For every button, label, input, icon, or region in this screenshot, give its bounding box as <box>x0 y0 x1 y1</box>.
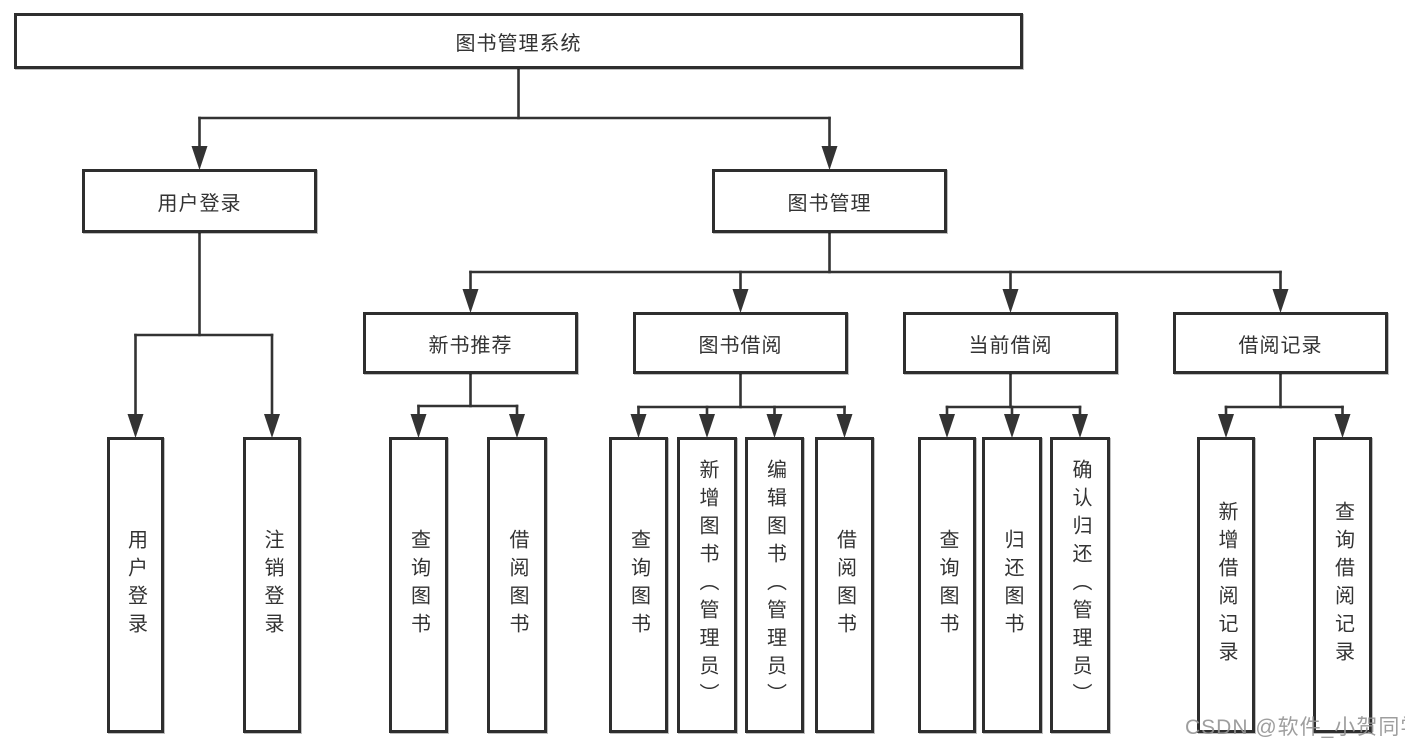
leaf-label: 编辑图书（管理员） <box>763 459 786 711</box>
leaf-label: 用户登录 <box>124 529 147 641</box>
leaf-add-borrow-record: 新增借阅记录 <box>1197 437 1255 733</box>
node-label: 新书推荐 <box>428 334 513 357</box>
leaf-edit-books-admin: 编辑图书（管理员） <box>745 437 804 733</box>
node-new-book-recommend: 新书推荐 <box>363 312 578 374</box>
leaf-query-books-borrow: 查询图书 <box>609 437 668 733</box>
leaf-return-books: 归还图书 <box>982 437 1042 733</box>
leaf-confirm-return-admin: 确认归还（管理员） <box>1050 437 1110 733</box>
leaf-label: 查询图书 <box>936 529 958 641</box>
leaf-label: 注销登录 <box>261 529 283 641</box>
leaf-borrow-books-recommend: 借阅图书 <box>487 437 547 733</box>
node-borrow-records: 借阅记录 <box>1173 312 1388 374</box>
leaf-label: 借阅图书 <box>833 529 856 641</box>
leaf-logout-login: 注销登录 <box>243 437 301 733</box>
node-label: 图书管理系统 <box>455 32 582 55</box>
leaf-label: 查询图书 <box>627 529 650 641</box>
leaf-label: 归还图书 <box>1001 529 1023 641</box>
leaf-query-borrow-record: 查询借阅记录 <box>1313 437 1372 733</box>
leaf-borrow-books: 借阅图书 <box>815 437 874 733</box>
node-label: 当前借阅 <box>968 334 1053 357</box>
leaf-label: 确认归还（管理员） <box>1069 459 1091 711</box>
leaf-label: 借阅图书 <box>506 529 528 641</box>
leaf-label: 新增借阅记录 <box>1215 501 1237 669</box>
leaf-label: 新增图书（管理员） <box>696 459 718 711</box>
leaf-query-books-current: 查询图书 <box>918 437 976 733</box>
node-label: 用户登录 <box>157 192 242 215</box>
csdn-watermark: CSDN @软件_小贺同学 <box>1185 716 1405 739</box>
node-book-management: 图书管理 <box>712 169 947 233</box>
leaf-query-books-recommend: 查询图书 <box>389 437 448 733</box>
leaf-add-books-admin: 新增图书（管理员） <box>677 437 737 733</box>
node-label: 图书管理 <box>787 192 872 215</box>
node-label: 借阅记录 <box>1238 334 1323 357</box>
node-current-borrow: 当前借阅 <box>903 312 1118 374</box>
leaf-user-login: 用户登录 <box>107 437 164 733</box>
leaf-label: 查询借阅记录 <box>1331 501 1354 669</box>
node-book-borrow: 图书借阅 <box>633 312 848 374</box>
node-library-management-system: 图书管理系统 <box>14 13 1023 69</box>
node-user-login: 用户登录 <box>82 169 317 233</box>
node-label: 图书借阅 <box>698 334 783 357</box>
leaf-label: 查询图书 <box>407 529 430 641</box>
